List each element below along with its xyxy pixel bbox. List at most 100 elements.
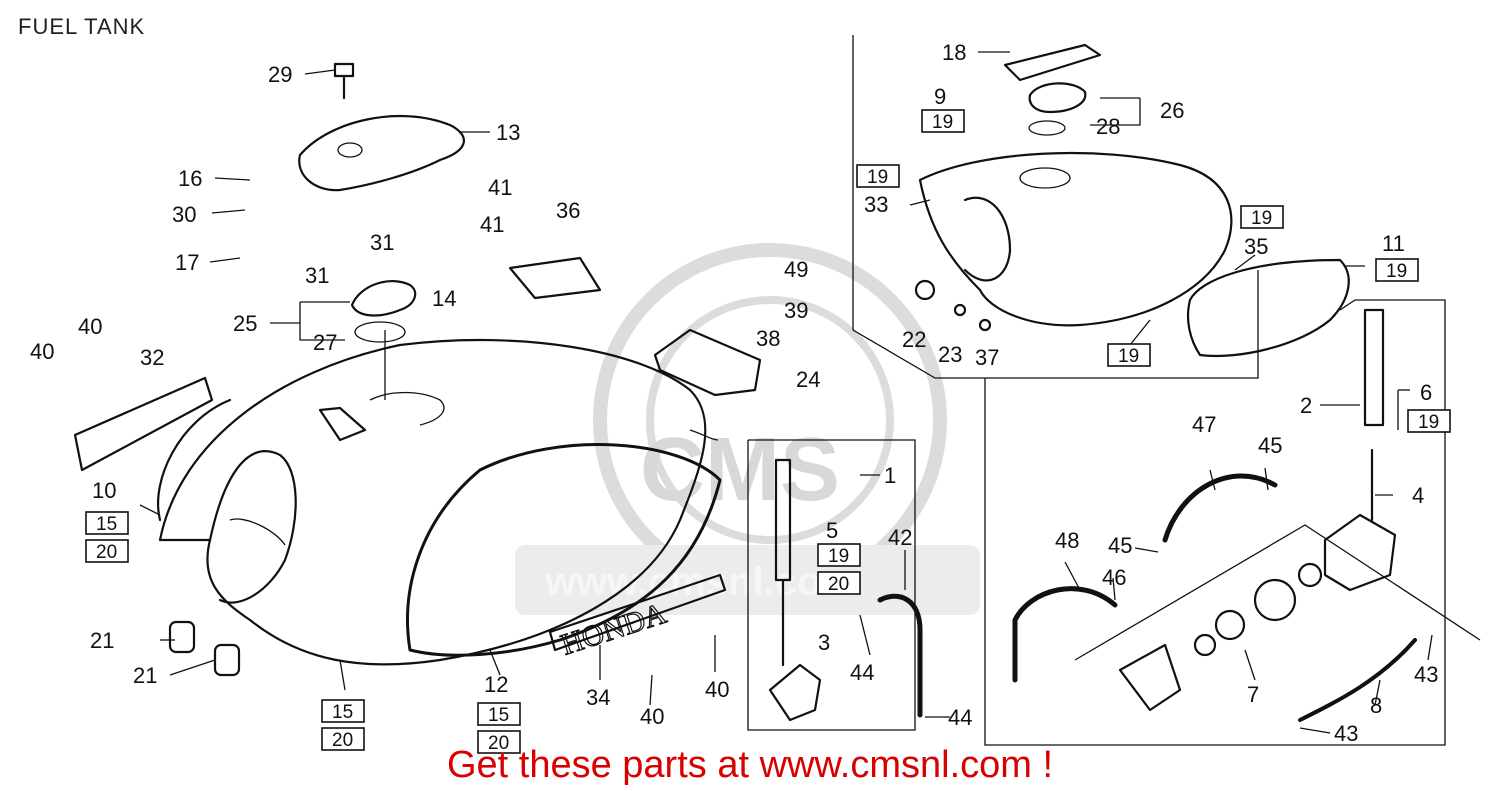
callout-31b: 31 xyxy=(305,263,329,288)
callout-2: 2 xyxy=(1300,393,1312,418)
callout-28: 28 xyxy=(1096,114,1120,139)
part-callouts: 29 13 16 30 17 31 31 41 41 14 36 25 27 4… xyxy=(30,40,1438,746)
callout-34: 34 xyxy=(586,685,610,710)
callout-40a: 40 xyxy=(78,314,102,339)
callout-46: 46 xyxy=(1102,565,1126,590)
callout-16: 16 xyxy=(178,166,202,191)
callout-36: 36 xyxy=(556,198,580,223)
svg-text:15: 15 xyxy=(488,705,509,726)
cushion-21 xyxy=(168,620,241,677)
rubber-damper-36 xyxy=(508,256,602,300)
mount-rubber-24 xyxy=(653,328,762,397)
callout-29: 29 xyxy=(268,62,292,87)
callout-41a: 41 xyxy=(488,175,512,200)
callout-23: 23 xyxy=(938,342,962,367)
fuel-cock-assembly xyxy=(1012,308,1417,722)
leader-lines xyxy=(139,51,1433,734)
callout-47: 47 xyxy=(1192,412,1216,437)
callout-24: 24 xyxy=(796,367,820,392)
panel-frames xyxy=(747,35,1481,746)
fuel-tube-42 xyxy=(877,593,923,718)
boxed-ref-19c: 19 xyxy=(856,164,900,188)
fuel-tank-alt xyxy=(914,43,1350,357)
callout-45a: 45 xyxy=(1258,433,1282,458)
callout-22: 22 xyxy=(902,327,926,352)
footer-link[interactable]: Get these parts at www.cmsnl.com ! xyxy=(446,744,1054,786)
callout-25: 25 xyxy=(233,311,257,336)
callout-43a: 43 xyxy=(1414,662,1438,687)
svg-text:20: 20 xyxy=(828,574,849,595)
boxed-references: 15 20 15 20 15 20 19 20 19 19 19 19 19 1… xyxy=(85,109,1451,754)
callout-7: 7 xyxy=(1247,682,1259,707)
callout-27: 27 xyxy=(313,330,337,355)
boxed-ref-19b: 19 xyxy=(921,109,965,133)
svg-text:19: 19 xyxy=(1418,412,1439,433)
bolt-29 xyxy=(333,62,355,100)
boxed-ref-19e: 19 xyxy=(1375,258,1419,282)
callout-37: 37 xyxy=(975,345,999,370)
svg-text:15: 15 xyxy=(96,514,117,535)
boxed-ref-19g: 19 xyxy=(1407,409,1451,433)
boxed-ref-20b: 20 xyxy=(321,727,365,751)
callout-4: 4 xyxy=(1412,483,1424,508)
boxed-ref-20d: 20 xyxy=(817,571,861,595)
boxed-ref-19f: 19 xyxy=(1107,343,1151,367)
callout-49: 49 xyxy=(784,257,808,282)
callout-44b: 44 xyxy=(948,705,972,730)
callout-39: 39 xyxy=(784,298,808,323)
callout-6: 6 xyxy=(1420,380,1432,405)
callout-12: 12 xyxy=(484,672,508,697)
callout-31a: 31 xyxy=(370,230,394,255)
svg-text:19: 19 xyxy=(1386,261,1407,282)
callout-17: 17 xyxy=(175,250,199,275)
fuel-cap-25 xyxy=(350,280,417,343)
svg-text:19: 19 xyxy=(1251,208,1272,229)
callout-38: 38 xyxy=(756,326,780,351)
svg-text:19: 19 xyxy=(932,112,953,133)
callout-33: 33 xyxy=(864,192,888,217)
boxed-ref-19d: 19 xyxy=(1240,205,1284,229)
fuel-tank-main xyxy=(157,330,722,666)
callout-8: 8 xyxy=(1370,693,1382,718)
callout-9: 9 xyxy=(934,84,946,109)
callout-30: 30 xyxy=(172,202,196,227)
svg-text:19: 19 xyxy=(867,167,888,188)
svg-text:19: 19 xyxy=(1118,346,1139,367)
callout-43b: 43 xyxy=(1334,721,1358,746)
callout-40d: 40 xyxy=(705,677,729,702)
callout-5: 5 xyxy=(826,518,838,543)
callout-41b: 41 xyxy=(480,212,504,237)
callout-35: 35 xyxy=(1244,234,1268,259)
callout-14: 14 xyxy=(432,286,456,311)
svg-text:19: 19 xyxy=(828,546,849,567)
svg-text:20: 20 xyxy=(488,733,509,754)
callout-40b: 40 xyxy=(30,339,54,364)
watermark-logo-text: CMS xyxy=(640,420,840,520)
callout-26: 26 xyxy=(1160,98,1184,123)
tank-cover-13 xyxy=(298,114,466,192)
page-title: FUEL TANK xyxy=(18,14,146,39)
emblem-32 xyxy=(73,376,214,472)
callout-10: 10 xyxy=(92,478,116,503)
callout-21b: 21 xyxy=(133,663,157,688)
callout-1: 1 xyxy=(884,463,896,488)
svg-text:15: 15 xyxy=(332,702,353,723)
callout-3: 3 xyxy=(818,630,830,655)
callout-40c: 40 xyxy=(640,704,664,729)
callout-44a: 44 xyxy=(850,660,874,685)
boxed-ref-15b: 15 xyxy=(321,699,365,723)
callout-45b: 45 xyxy=(1108,533,1132,558)
svg-text:20: 20 xyxy=(96,542,117,563)
boxed-ref-19a: 19 xyxy=(817,543,861,567)
boxed-ref-20c: 20 xyxy=(477,730,521,754)
callout-42: 42 xyxy=(888,525,912,550)
boxed-ref-15a: 15 xyxy=(85,511,129,535)
fuel-strainer-1 xyxy=(768,458,822,722)
svg-text:20: 20 xyxy=(332,730,353,751)
callout-18: 18 xyxy=(942,40,966,65)
callout-21a: 21 xyxy=(90,628,114,653)
callout-13: 13 xyxy=(496,120,520,145)
boxed-ref-20a: 20 xyxy=(85,539,129,563)
boxed-ref-15c: 15 xyxy=(477,702,521,726)
